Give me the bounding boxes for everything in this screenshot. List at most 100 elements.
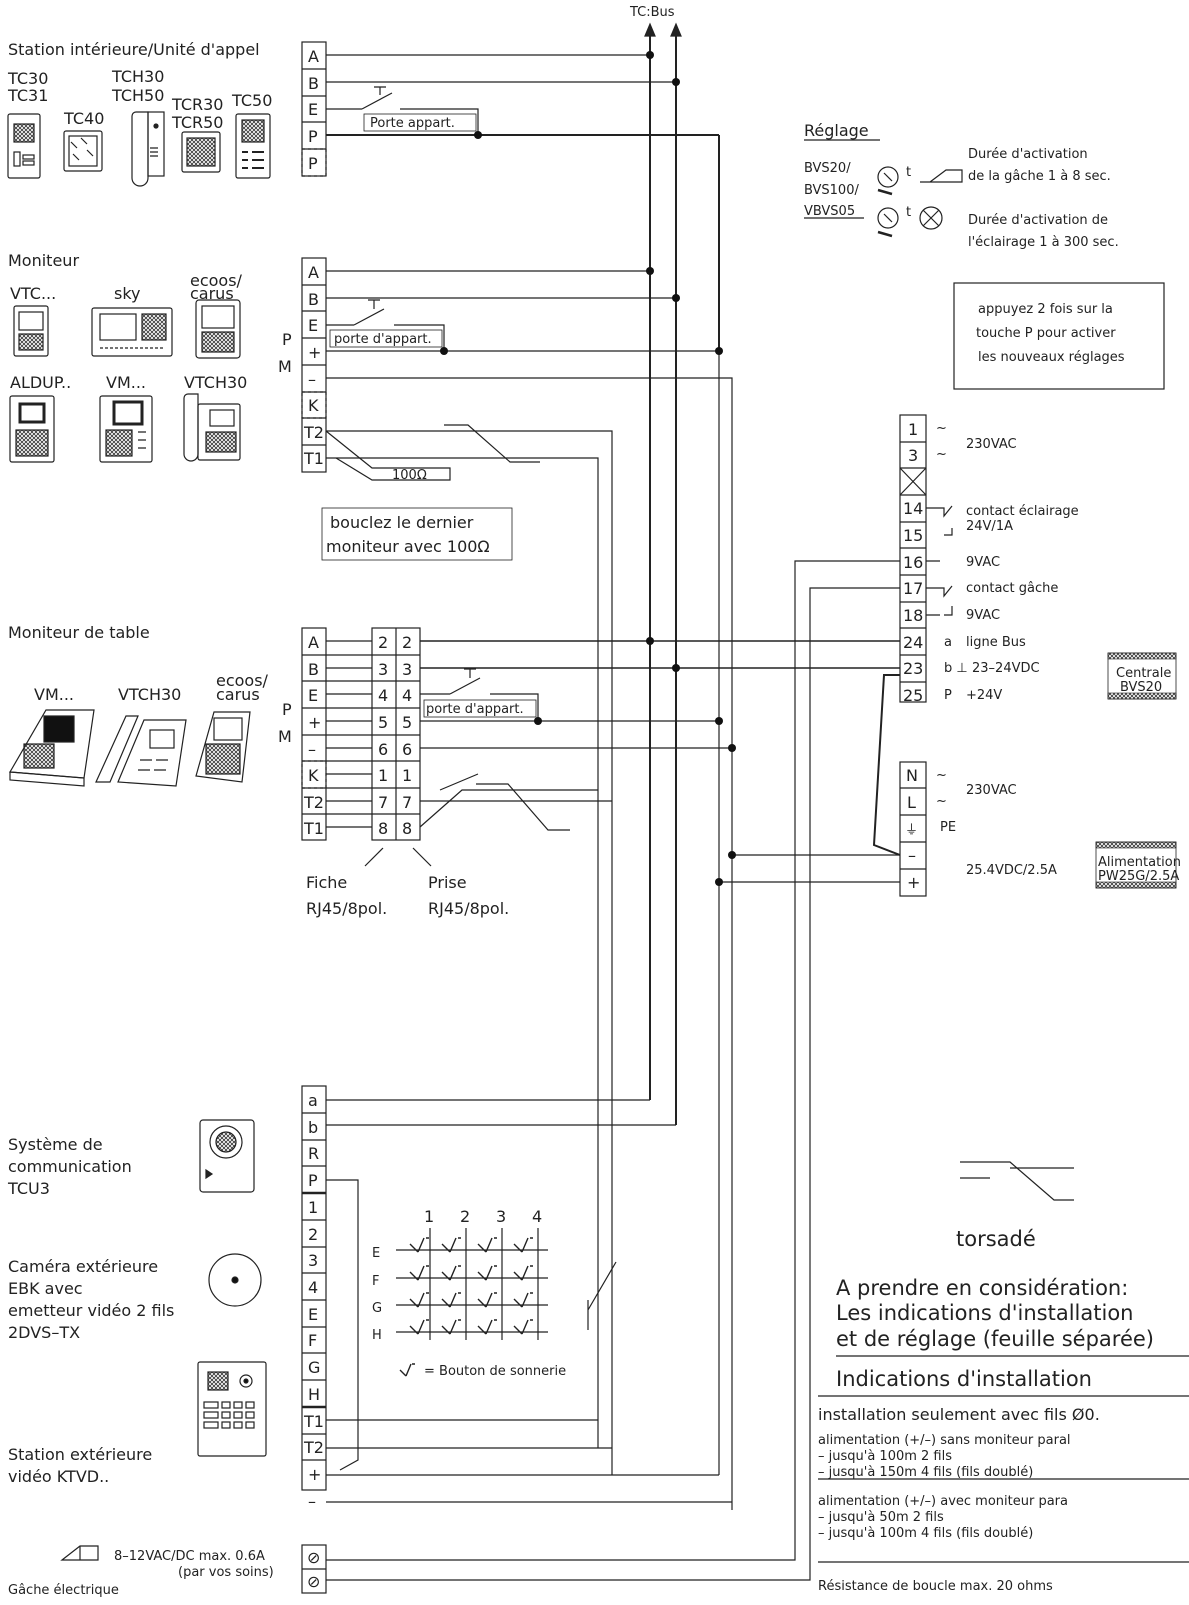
table-side-p: P: [282, 700, 292, 719]
psu-terminal-label: L: [907, 793, 916, 812]
gache-symbol: [60, 1545, 99, 1561]
reglage-light-text: Durée d'activation de: [968, 213, 1108, 228]
button-symbols: [399, 1237, 533, 1377]
screw-terminal: ⊘: [307, 1572, 320, 1591]
terminal-label: H: [308, 1385, 320, 1404]
tcu3-device-icon: [199, 1119, 255, 1193]
reglage-note-text: touche P pour activer: [976, 326, 1116, 341]
pin-number: 1: [402, 766, 412, 785]
terminal-label: T1: [303, 449, 324, 468]
pin-number: 6: [378, 740, 388, 759]
central-name: Centrale: [1116, 666, 1171, 681]
central-terminal-number: 18: [903, 606, 923, 625]
table-model: ecoos/: [216, 671, 269, 690]
reglage-t-symbol: t: [906, 205, 911, 220]
matrix-column: 3: [496, 1207, 506, 1226]
station-devices: [7, 111, 271, 187]
terminal-label: P: [308, 154, 318, 173]
vm-device-icon: [99, 395, 153, 463]
terminal-label: K: [308, 396, 319, 415]
pin-number: 3: [402, 660, 412, 679]
tcr30-device-icon: [181, 131, 221, 173]
terminal-label: a: [308, 1091, 318, 1110]
central-230vac: 230VAC: [966, 437, 1017, 452]
central-contact-light-rating: 24V/1A: [966, 519, 1013, 534]
central-terminal-number: 3: [908, 446, 918, 465]
reglage-title: Réglage: [804, 121, 869, 140]
bus-lines: [644, 22, 682, 1125]
terminal-label: P: [308, 127, 318, 146]
terminal-label: +: [308, 1465, 321, 1484]
torsade-label: torsadé: [956, 1227, 1036, 1251]
psu-terminal-block: [899, 761, 927, 897]
monitor-model: ALDUP..: [10, 373, 71, 392]
reglage-device: BVS20/: [804, 161, 851, 176]
terminal-label: –: [308, 740, 316, 759]
matrix-column: 2: [460, 1207, 470, 1226]
terminal-label: T2: [303, 1438, 324, 1457]
bus-label: TC:Bus: [629, 5, 675, 20]
psu-tilde: ~: [936, 794, 947, 809]
central-terminal-number: 14: [903, 499, 923, 518]
central-ligne-bus: ligne Bus: [966, 635, 1026, 650]
gache-label: Gâche électrique: [8, 1583, 119, 1598]
psu-vdc: 25.4VDC/2.5A: [966, 863, 1057, 878]
reglage-light-text: l'éclairage 1 à 300 sec.: [968, 235, 1119, 250]
gache-spec: 8–12VAC/DC max. 0.6A: [114, 1549, 265, 1564]
table-model: VM...: [34, 685, 74, 704]
psu-terminal-label: N: [906, 766, 918, 785]
station-wires: [326, 54, 720, 348]
psu-tilde: ~: [936, 768, 947, 783]
install-line: Résistance de boucle max. 20 ohms: [818, 1579, 1053, 1594]
install-line: alimentation (+/–) sans moniteur paral: [818, 1433, 1071, 1448]
install-line: – jusqu'à 100m 4 fils (fils doublé): [818, 1526, 1033, 1541]
reglage-t-symbol: t: [906, 165, 911, 180]
terminal-label: E: [308, 1305, 318, 1324]
monitor-model: VM...: [106, 373, 146, 392]
central-tilde: ~: [936, 421, 947, 436]
pin-number: 2: [378, 633, 388, 652]
terminal-label: B: [308, 74, 319, 93]
psu-pe: PE: [940, 820, 956, 835]
monitor-wires: [321, 270, 733, 1510]
pin-number: 6: [402, 740, 412, 759]
matrix-row: G: [372, 1301, 382, 1316]
terminal-label: B: [308, 660, 319, 679]
psu-name: PW25G/2.5A: [1098, 869, 1179, 884]
table-model: carus: [216, 685, 260, 704]
station-model: TCR50: [171, 113, 223, 132]
install-line: alimentation (+/–) avec moniteur para: [818, 1494, 1068, 1509]
terminal-label: A: [308, 47, 319, 66]
vm-table-device-icon: [9, 709, 95, 787]
outdoor-station-label: vidéo KTVD..: [8, 1467, 109, 1486]
terminal-label: –: [308, 1492, 316, 1511]
monitor-model: VTCH30: [184, 373, 247, 392]
station-door-label: Porte appart.: [370, 116, 455, 131]
tcu-label: Système de: [8, 1135, 103, 1154]
vtch30-table-device-icon: [95, 715, 187, 787]
monitor-model: VTC...: [10, 284, 56, 303]
terminal-label: +: [308, 343, 321, 362]
central-terminal-number: 1: [908, 420, 918, 439]
terminal-label: E: [308, 100, 318, 119]
terminal-label: b: [308, 1118, 318, 1137]
notes-lines: [818, 1355, 1189, 1563]
gache-spec-note: (par vos soins): [178, 1565, 274, 1580]
station-model: TCH50: [111, 86, 164, 105]
central-9vac: 9VAC: [966, 608, 1000, 623]
central-24v: +24V: [966, 688, 1002, 703]
pin-number: 2: [402, 633, 412, 652]
terminal-label: T2: [303, 423, 324, 442]
tc30-device-icon: [7, 113, 41, 179]
table-wires: [419, 640, 900, 831]
torsade-symbol: [960, 1161, 1074, 1201]
monitor-model: carus: [190, 284, 234, 303]
aldup-device-icon: [9, 395, 55, 463]
central-a-letter: a: [944, 635, 952, 650]
monitor-side-p: P: [282, 330, 292, 349]
junction-dots: [440, 51, 736, 886]
reglage-note-text: appuyez 2 fois sur la: [978, 302, 1113, 317]
fiche-label: Fiche: [306, 873, 347, 892]
power-wires: [326, 348, 901, 1581]
